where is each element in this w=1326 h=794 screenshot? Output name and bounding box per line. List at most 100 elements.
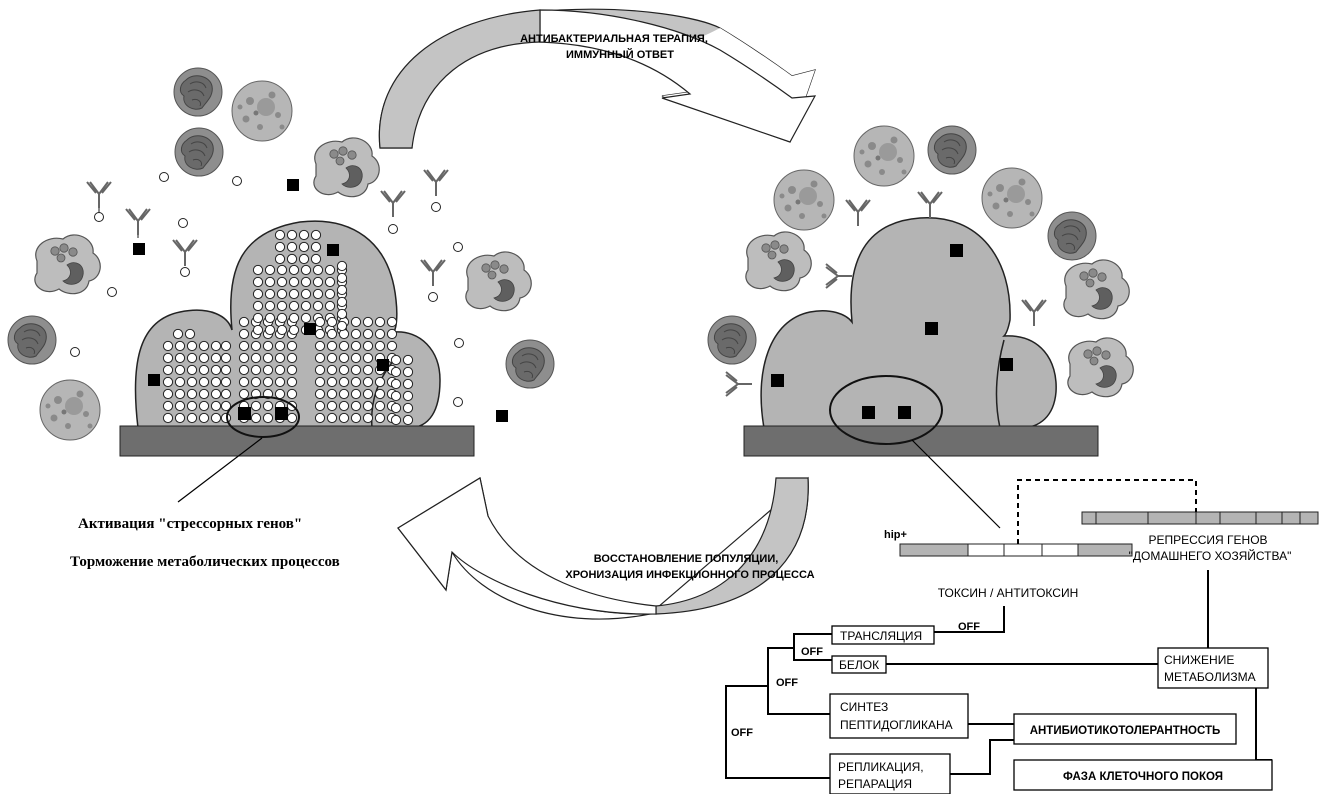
tolerance-label: АНТИБИОТИКОТОЛЕРАНТНОСТЬ: [1030, 725, 1221, 737]
persister-dot: [162, 352, 174, 364]
persister-dot: [274, 229, 286, 241]
persister-dot: [220, 376, 232, 388]
persister-dot: [350, 388, 362, 400]
persister-dot: [386, 316, 398, 328]
replication-box: [829, 753, 951, 794]
persister-dot: [402, 402, 414, 414]
persister-dot: [174, 376, 186, 388]
persister-dot: [220, 364, 232, 376]
persister-dot: [174, 364, 186, 376]
persister-dot: [324, 264, 336, 276]
persister-dot: [262, 352, 274, 364]
persister-dot: [264, 300, 276, 312]
persister-dot: [314, 328, 326, 340]
persister-dot: [198, 400, 210, 412]
persister-dot: [220, 352, 232, 364]
peptidoglycan-box: [829, 693, 969, 739]
housekeeping-genes: [1081, 511, 1319, 525]
persister-dot: [262, 412, 274, 424]
persister-dot: [186, 376, 198, 388]
hip-label: hip+: [884, 529, 907, 541]
persister-dot: [326, 388, 338, 400]
persister-dot: [238, 316, 250, 328]
persister-dot: [250, 364, 262, 376]
persister-dot: [276, 312, 288, 324]
persister-dot: [338, 376, 350, 388]
persister-dot: [252, 264, 264, 276]
persister-dot: [252, 300, 264, 312]
persister-dot: [186, 388, 198, 400]
replication-label-2: РЕПАРАЦИЯ: [838, 777, 912, 791]
persister-dot: [314, 352, 326, 364]
persister-dot: [162, 376, 174, 388]
persister-dot: [338, 364, 350, 376]
left-caption-2: Торможение метаболических процессов: [70, 554, 340, 570]
persister-dot: [374, 376, 386, 388]
persister-dot: [312, 276, 324, 288]
persister-dot: [326, 364, 338, 376]
persister-dot: [264, 276, 276, 288]
persister-dot: [314, 400, 326, 412]
persister-dot: [300, 276, 312, 288]
persister-dot: [276, 288, 288, 300]
persister-dot: [286, 364, 298, 376]
persister-dot: [274, 241, 286, 253]
persister-dot: [276, 264, 288, 276]
persister-dot: [198, 364, 210, 376]
persister-dot: [274, 388, 286, 400]
persister-dot: [338, 400, 350, 412]
persister-dot: [350, 412, 362, 424]
persister-dot: [350, 340, 362, 352]
persister-dot: [326, 316, 338, 328]
persister-dot: [374, 340, 386, 352]
persister-dot: [238, 328, 250, 340]
persister-dot: [362, 352, 374, 364]
persister-dot: [314, 412, 326, 424]
persister-dot: [198, 412, 210, 424]
persister-dot: [390, 390, 402, 402]
persister-dot: [362, 340, 374, 352]
persister-dot: [324, 288, 336, 300]
persister-dot: [162, 364, 174, 376]
persister-dot: [300, 288, 312, 300]
persister-dot: [374, 328, 386, 340]
persister-dot: [264, 312, 276, 324]
bottom-cycle-arrow: [397, 476, 809, 620]
persister-dot: [402, 378, 414, 390]
persister-dot: [252, 276, 264, 288]
persister-dot: [186, 412, 198, 424]
persister-dot: [262, 400, 274, 412]
top-arrow-label-1: АНТИБАКТЕРИАЛЬНАЯ ТЕРАПИЯ,: [520, 33, 708, 45]
persister-dot: [220, 340, 232, 352]
persister-dot: [252, 288, 264, 300]
persister-dot: [298, 229, 310, 241]
persister-dot: [274, 352, 286, 364]
persister-dot: [238, 340, 250, 352]
left-callout-line: [177, 437, 263, 503]
persister-dot: [338, 340, 350, 352]
persister-dot: [198, 376, 210, 388]
persister-dot: [326, 352, 338, 364]
persister-dot: [174, 412, 186, 424]
gene-operon: [899, 543, 1133, 557]
off-label-replication: OFF: [731, 727, 753, 739]
persister-dot: [362, 388, 374, 400]
persister-dot: [402, 366, 414, 378]
persister-dot: [162, 340, 174, 352]
persister-dot: [288, 324, 300, 336]
persister-dot: [250, 376, 262, 388]
persister-dot: [326, 376, 338, 388]
left-substrate: [119, 425, 475, 457]
persister-dot: [264, 264, 276, 276]
right-focus-ellipse: [829, 375, 943, 445]
persister-dot: [286, 253, 298, 265]
persister-dot: [286, 340, 298, 352]
persister-dot: [336, 296, 348, 308]
persister-dot: [220, 400, 232, 412]
right-callout-line: [911, 439, 1001, 529]
left-caption-1: Активация "стрессорных генов": [78, 516, 302, 532]
persister-dot: [286, 412, 298, 424]
persister-dot: [390, 378, 402, 390]
persister-dots: [162, 229, 414, 426]
black-squares: [133, 179, 1013, 422]
